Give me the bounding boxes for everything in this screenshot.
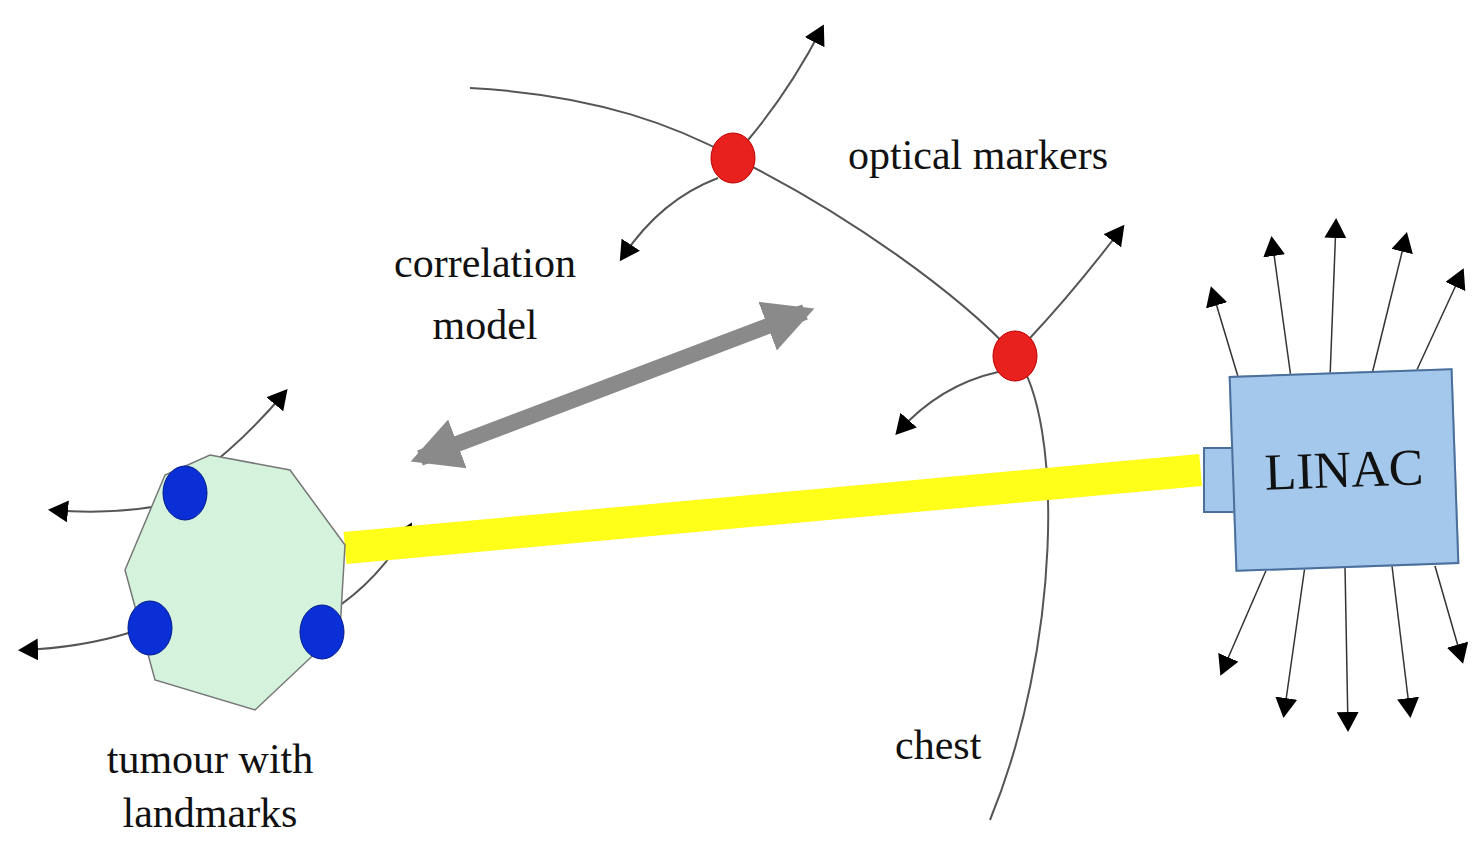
- node-label: LINAC: [1264, 437, 1425, 503]
- landmark-dot: [163, 466, 207, 520]
- annotation-label: correlation model: [365, 232, 605, 356]
- annotation-label: optical markers: [848, 130, 1168, 180]
- landmark-dot: [128, 601, 172, 655]
- radiation-beam: [345, 470, 1201, 548]
- chest-line: [470, 88, 1048, 820]
- node-label: tumour with landmarks: [85, 732, 335, 840]
- linac-nozzle: [1204, 448, 1234, 512]
- radiation-arrows: [1212, 222, 1462, 728]
- optical-marker: [711, 133, 755, 183]
- optical-marker: [993, 331, 1037, 381]
- annotation-label: chest: [895, 720, 1035, 770]
- linac-box: LINAC: [1229, 368, 1460, 572]
- landmark-dot: [300, 605, 344, 659]
- tumour-shape: tumour with landmarks: [15, 440, 405, 848]
- tumour-polygon: [125, 455, 345, 710]
- tumour-outline: [15, 440, 405, 848]
